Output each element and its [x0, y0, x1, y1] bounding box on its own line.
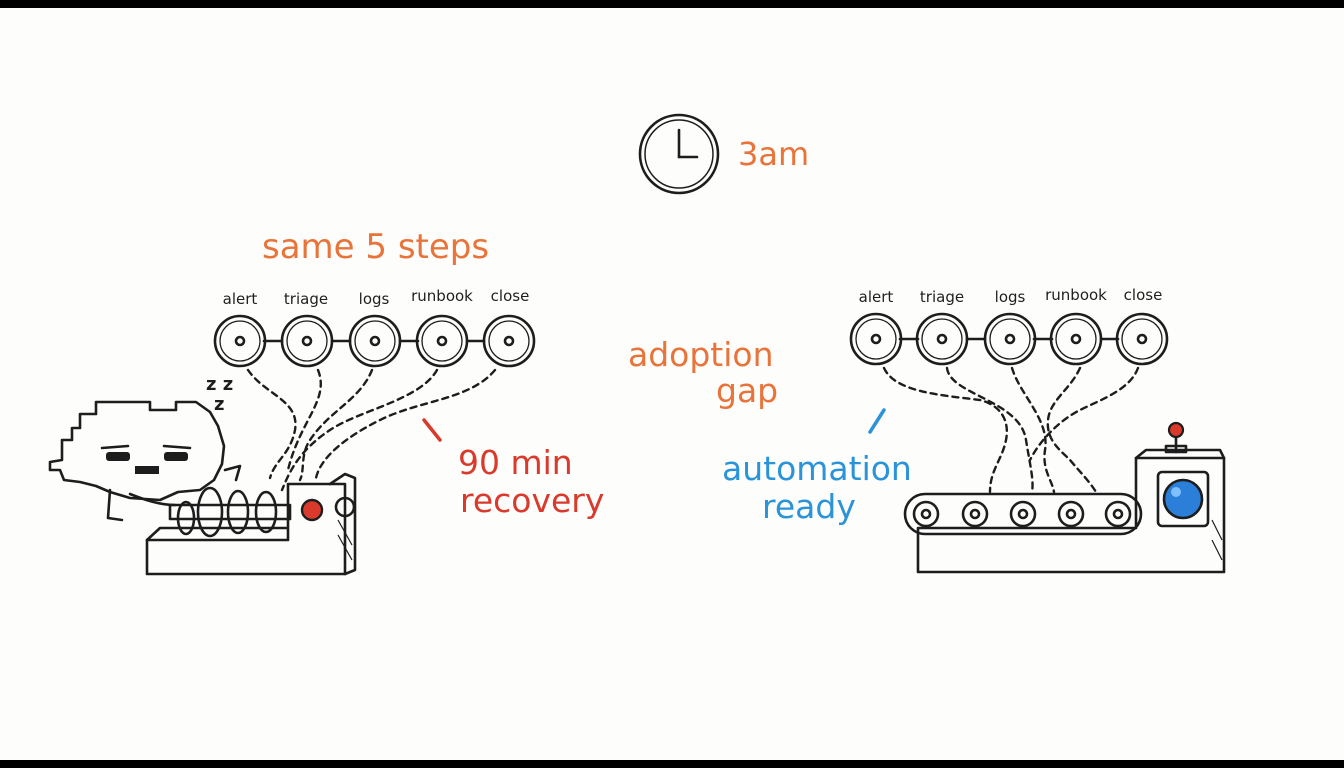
- left-red-button: [300, 498, 324, 522]
- clock-label: 3am: [738, 135, 810, 173]
- top-letterbox: [0, 0, 1344, 8]
- left-step-gears: [213, 314, 536, 368]
- right-red-knob: [1167, 421, 1185, 439]
- right-step-gears: [849, 312, 1169, 366]
- right-gear-triage: [915, 312, 969, 366]
- left-gear-triage: [280, 314, 334, 368]
- right-gear-alert: [849, 312, 903, 366]
- left-gear-runbook: [415, 314, 469, 368]
- right-machine: [903, 421, 1226, 574]
- right-step-label-triage: triage: [919, 288, 965, 306]
- left-gear-alert: [213, 314, 267, 368]
- left-machine: [145, 464, 357, 576]
- adoption-label: adoption: [628, 335, 774, 374]
- gap-label: gap: [716, 371, 779, 410]
- right-blue-button: [1162, 478, 1204, 520]
- recovery-time-label: 90 min: [458, 443, 573, 482]
- automation-tick: [868, 408, 886, 434]
- left-gear-logs: [348, 314, 402, 368]
- left-step-label-triage: triage: [283, 290, 329, 308]
- left-step-label-close: close: [490, 287, 530, 305]
- ready-label: ready: [762, 487, 856, 526]
- right-gear-runbook: [1049, 312, 1103, 366]
- right-step-label-alert: alert: [858, 288, 894, 306]
- sleepy-character: [48, 400, 226, 522]
- left-caption: same 5 steps: [262, 227, 490, 267]
- recovery-label: recovery: [460, 481, 605, 520]
- snore-z: z: [214, 394, 225, 415]
- left-step-label-alert: alert: [222, 290, 258, 308]
- right-connections: [882, 366, 1140, 494]
- recovery-tick: [422, 418, 442, 442]
- right-gear-close: [1115, 312, 1169, 366]
- automation-label: automation: [722, 449, 912, 488]
- left-step-label-runbook: runbook: [411, 287, 473, 305]
- right-step-label-runbook: runbook: [1045, 286, 1107, 304]
- right-step-label-close: close: [1123, 286, 1163, 304]
- snore-zz: z z: [206, 374, 234, 395]
- bottom-letterbox: [0, 760, 1344, 768]
- clock-icon: [638, 113, 720, 195]
- right-gear-logs: [983, 312, 1037, 366]
- left-gear-close: [482, 314, 536, 368]
- conveyor-belt: [903, 492, 1143, 536]
- left-tangled-connections: [246, 368, 497, 492]
- left-step-label-logs: logs: [358, 290, 390, 308]
- right-step-label-logs: logs: [994, 288, 1026, 306]
